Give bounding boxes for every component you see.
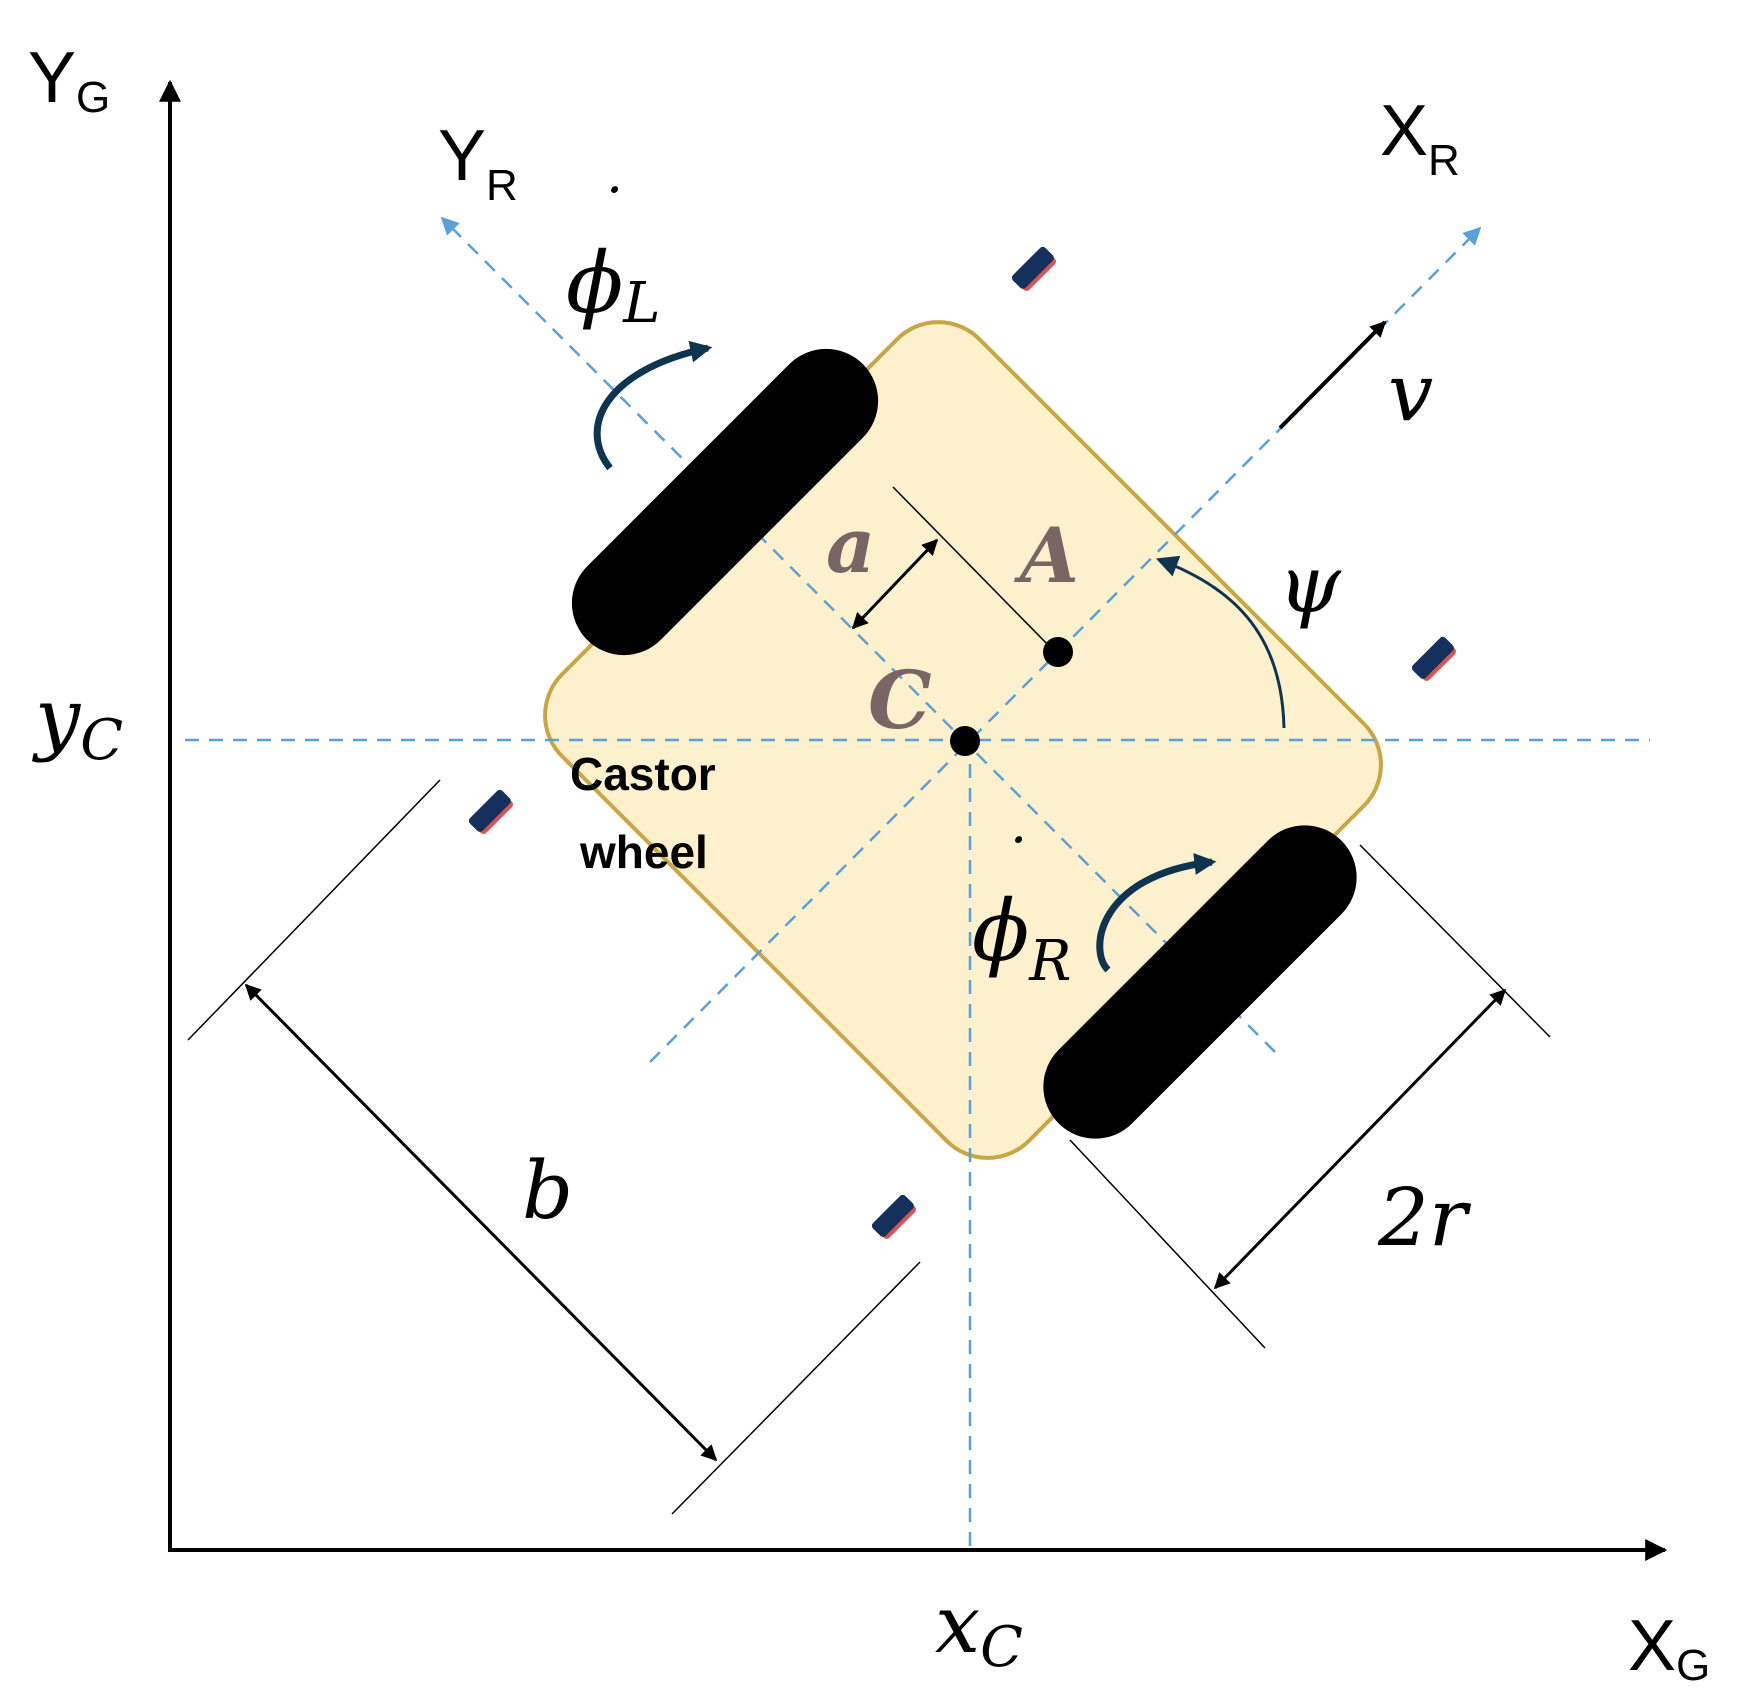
point-a-dot xyxy=(1043,637,1073,667)
castor-wheel-right xyxy=(1411,636,1456,681)
velocity-label: v xyxy=(1388,346,1433,439)
castor-wheel-bottom xyxy=(871,1194,916,1239)
b-extension-line-bottom xyxy=(671,1261,921,1515)
2r-extension-line-top xyxy=(1359,844,1551,1038)
castor-wheel-label: Castor wheel xyxy=(570,748,729,878)
phi-left-label: ϕL xyxy=(566,234,660,336)
b-extension-line-top xyxy=(187,779,441,1041)
phi-right-label: ϕR xyxy=(972,882,1071,994)
b-dimension-arrow xyxy=(244,983,718,1462)
global-x-label: XG xyxy=(1628,1606,1710,1690)
a-dimension-arrow xyxy=(851,538,939,630)
2r-label: 2r xyxy=(1377,1171,1472,1264)
psi-arc-arrow xyxy=(1155,555,1286,729)
robot-x-label: XR xyxy=(1380,91,1460,185)
left-wheel-rotation-arrow xyxy=(593,340,713,471)
a-extension-line xyxy=(892,486,1054,651)
left-wheel xyxy=(571,348,879,656)
a-label: a xyxy=(826,501,875,590)
psi-label: ψ xyxy=(1278,538,1342,631)
velocity-arrow xyxy=(1278,320,1387,430)
robot-y-label: YR xyxy=(438,116,518,210)
2r-extension-line-bottom xyxy=(1069,1139,1266,1349)
robot-y-axis xyxy=(440,216,1276,1053)
point-a-label: A xyxy=(1014,511,1079,600)
point-c-dot xyxy=(950,726,980,756)
castor-wheel-left xyxy=(468,789,513,834)
castor-wheel-top xyxy=(1011,246,1056,291)
right-wheel-rotation-arrow xyxy=(1096,853,1217,973)
point-c-label: C xyxy=(868,653,932,747)
phi-left-dot: ˙ xyxy=(594,177,624,247)
right-wheel xyxy=(1043,825,1357,1139)
phi-right-dot: ˙ xyxy=(998,827,1028,897)
global-y-label: YG xyxy=(28,38,110,122)
xc-label: xC xyxy=(935,1578,1023,1680)
yc-label: yC xyxy=(32,671,123,773)
b-label: b xyxy=(522,1144,573,1237)
2r-dimension-arrow xyxy=(1213,988,1507,1290)
